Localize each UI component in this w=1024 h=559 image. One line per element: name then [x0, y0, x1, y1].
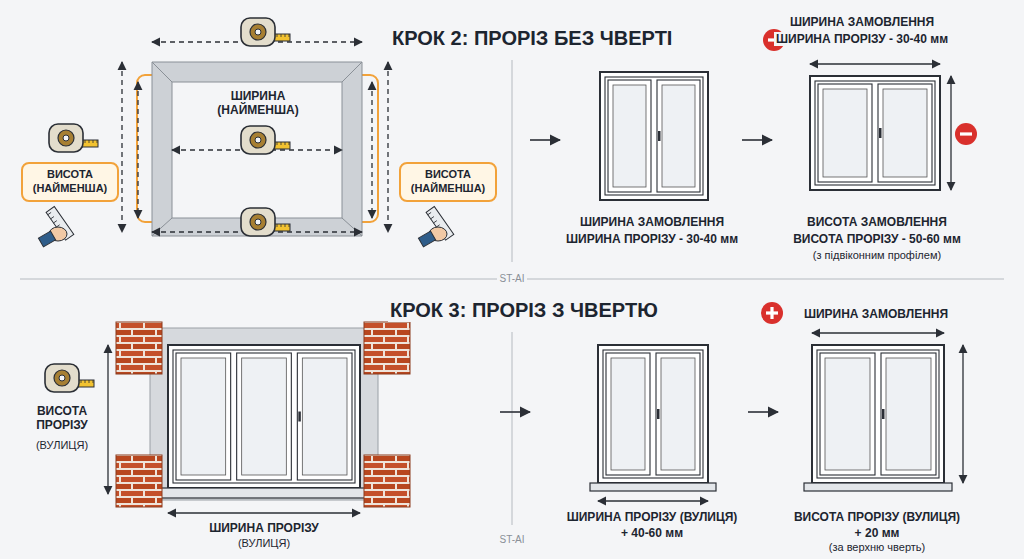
- dimension-note: (з підвіконним профілем): [811, 249, 943, 262]
- divider: [512, 60, 513, 262]
- frame-bevel: [342, 218, 362, 236]
- flow-arrow: [748, 411, 778, 413]
- dimension-line: [137, 82, 138, 218]
- dimension-note: ВИСОТА ЗАМОВЛЕННЯ: [805, 215, 949, 229]
- dimension-line: [598, 500, 708, 501]
- dimension-note: (ВУЛИЦЯ): [236, 537, 292, 550]
- divider: [512, 332, 513, 525]
- step-heading: КРОК 3: ПРОРІЗ З ЧВЕРТЮ: [388, 298, 660, 322]
- minus-icon: [955, 123, 977, 145]
- window-figure: [590, 345, 716, 491]
- dimension-note: ШИРИНА ПРОРІЗУ (ВУЛИЦЯ): [565, 510, 740, 524]
- dimension-line: [962, 345, 963, 483]
- dimension-note: + 20 мм: [853, 526, 902, 540]
- hand-ruler-icon: [38, 207, 73, 247]
- dimension-line: [812, 332, 944, 333]
- flow-arrow: [500, 411, 530, 413]
- dimension-note: ВИСОТА ПРОРІЗУ: [24, 404, 100, 433]
- dimension-line: [371, 82, 372, 218]
- watermark: ST-AI: [497, 534, 526, 546]
- flow-arrow: [742, 139, 772, 141]
- dimension-line: [810, 63, 940, 64]
- dimension-note: ВИСОТА ПРОРІЗУ - 50-60 мм: [791, 232, 963, 246]
- dimension-note: ШИРИНА ЗАМОВЛЕННЯ: [578, 215, 726, 229]
- watermark: ST-AI: [497, 273, 526, 285]
- frame-bevel: [152, 218, 172, 236]
- measure-label: ВИСОТА (НАЙМЕНША): [406, 168, 490, 196]
- frame-bevel: [342, 62, 362, 82]
- dimension-line: [168, 512, 360, 513]
- window-figure: [600, 72, 708, 200]
- tape-measure-icon: [49, 124, 98, 152]
- dimension-line: [387, 62, 388, 232]
- dimension-note: ШИРИНА ЗАМОВЛЕННЯ: [788, 15, 936, 29]
- dimension-note: (ВУЛИЦЯ): [34, 439, 90, 452]
- window-figure: [168, 345, 360, 488]
- dimension-note: ШИРИНА ПРОРІЗУ - 30-40 мм: [774, 32, 950, 46]
- dimension-note: (за верхню чверть): [827, 541, 927, 554]
- brick-corner: [116, 322, 162, 374]
- tape-measure-icon: [241, 18, 290, 46]
- measure-label: ВИСОТА (НАЙМЕНША): [28, 168, 112, 196]
- tape-measure-icon: [241, 208, 290, 236]
- dimension-line: [121, 62, 122, 232]
- dimension-line: [950, 76, 951, 190]
- wall-reveal: [150, 328, 378, 500]
- dimension-note: ШИРИНА (НАЙМЕНША): [208, 89, 308, 118]
- brick-corner: [364, 322, 410, 374]
- dimension-note: ШИРИНА ПРОРІЗУ - 30-40 мм: [564, 232, 740, 246]
- measure-box: ВИСОТА (НАЙМЕНША): [21, 162, 119, 202]
- tape-measure-icon: [241, 126, 290, 154]
- measure-box: ВИСОТА (НАЙМЕНША): [399, 162, 497, 202]
- flow-arrow: [530, 139, 560, 141]
- dimension-note: ШИРИНА ЗАМОВЛЕННЯ: [802, 307, 950, 321]
- dimension-note: ВИСОТА ПРОРІЗУ (ВУЛИЦЯ): [792, 510, 962, 524]
- window-figure: [804, 345, 952, 491]
- brick-corner: [364, 455, 410, 507]
- brick-corner: [116, 455, 162, 507]
- dimension-note: ШИРИНА ПРОРІЗУ: [207, 521, 321, 535]
- dimension-note: + 40-60 мм: [619, 526, 685, 540]
- plus-icon: [761, 302, 783, 324]
- frame-bevel: [152, 62, 172, 82]
- step-heading: КРОК 2: ПРОРІЗ БЕЗ ЧВЕРТІ: [390, 26, 674, 50]
- window-sill: [155, 488, 373, 498]
- tape-measure-icon: [45, 364, 94, 392]
- dimension-line: [107, 345, 108, 494]
- hand-ruler-icon: [418, 207, 453, 247]
- opening-frame: [152, 62, 362, 236]
- window-figure: [810, 76, 940, 190]
